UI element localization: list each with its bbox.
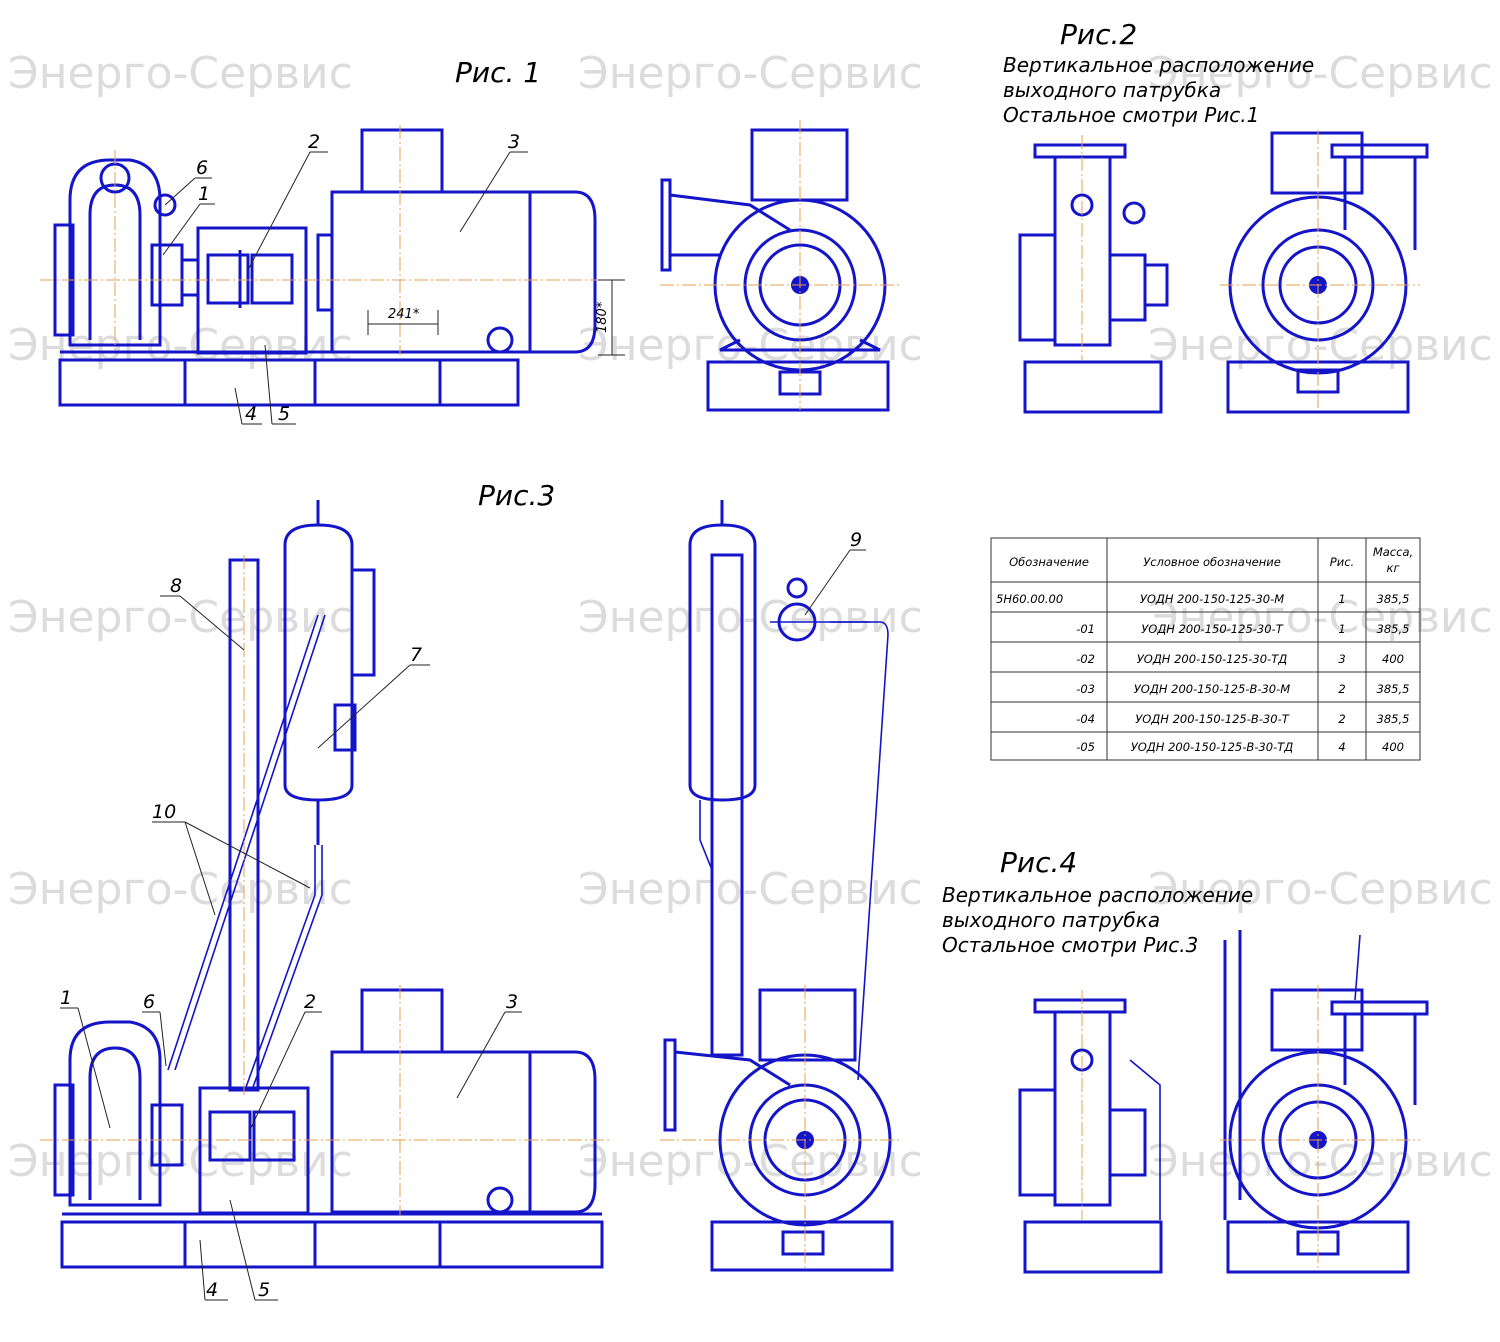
fig3-title: Рис.3	[478, 479, 555, 512]
callout-4: 4	[206, 1279, 218, 1301]
table-header-mass: Масса,кг	[1373, 545, 1413, 575]
table-row: -05 УОДН 200-150-125-В-30-ТД 4 400	[1076, 740, 1404, 754]
table-cell: УОДН 200-150-125-В-30-М	[1134, 682, 1290, 696]
table-cell: УОДН 200-150-125-В-30-ТД	[1131, 740, 1293, 754]
table-cell: 385,5	[1377, 592, 1410, 606]
fig2-title: Рис.2	[1060, 18, 1137, 51]
fig4-title: Рис.4	[1000, 846, 1077, 879]
fig2-side-view	[1018, 135, 1169, 414]
table-cell: 1	[1338, 622, 1345, 636]
table-cell: 400	[1382, 740, 1404, 754]
table-cell: 2	[1338, 712, 1345, 726]
table-cell: 4	[1338, 740, 1345, 754]
fig4-note-3: Остальное смотри Рис.3	[942, 933, 1198, 957]
table-row: -01 УОДН 200-150-125-30-Т 1 385,5	[1076, 622, 1409, 636]
watermark: Энерго-Сервис	[8, 48, 353, 99]
watermark: Энерго-Сервис	[8, 1136, 353, 1187]
callout-1: 1	[198, 183, 210, 205]
fig2-note-3: Остальное смотри Рис.1	[1003, 103, 1259, 127]
callout-8: 8	[170, 575, 182, 597]
watermark: Энерго-Сервис	[8, 592, 353, 643]
callout-2: 2	[304, 991, 316, 1013]
fig3-end-view: 9	[660, 500, 900, 1272]
watermark: Энерго-Сервис	[578, 864, 923, 915]
table-row: 5Н60.00.00 УОДН 200-150-125-30-М 1 385,5	[996, 592, 1409, 606]
table-cell: УОДН 200-150-125-В-30-Т	[1135, 712, 1289, 726]
callout-10: 10	[152, 801, 176, 823]
table-cell: УОДН 200-150-125-30-Т	[1141, 622, 1283, 636]
callout-3: 3	[508, 131, 520, 153]
table-cell: 1	[1338, 592, 1345, 606]
watermark: Энерго-Сервис	[8, 864, 353, 915]
table-header-symbol: Условное обозначение	[1143, 555, 1281, 569]
table-cell: 400	[1382, 652, 1404, 666]
watermark: Энерго-Сервис	[578, 48, 923, 99]
fig1-title: Рис. 1	[455, 56, 541, 89]
table-cell: -01	[1076, 622, 1095, 636]
table-cell: УОДН 200-150-125-30-ТД	[1137, 652, 1287, 666]
fig4-side-view	[1018, 990, 1163, 1274]
watermark: Энерго-Сервис	[1148, 48, 1493, 99]
callout-6: 6	[143, 991, 155, 1013]
watermark: Энерго-Сервис	[578, 592, 923, 643]
callout-5: 5	[258, 1279, 270, 1301]
table-cell: 385,5	[1377, 712, 1410, 726]
table-cell: УОДН 200-150-125-30-М	[1140, 592, 1284, 606]
table-cell: -04	[1076, 712, 1095, 726]
table-cell: 2	[1338, 682, 1345, 696]
watermark: Энерго-Сервис	[8, 320, 353, 371]
callout-1: 1	[60, 987, 72, 1009]
table-cell: -03	[1076, 682, 1095, 696]
callout-5: 5	[278, 403, 290, 425]
fig1-end-view	[660, 120, 900, 412]
fig4-note-1: Вертикальное расположение	[942, 883, 1253, 907]
table-row: -02 УОДН 200-150-125-30-ТД 3 400	[1076, 652, 1404, 666]
fig4-end-view	[1220, 930, 1429, 1274]
table-header-figure: Рис.	[1330, 555, 1354, 569]
specification-table: Обозначение Условное обозначение Рис. Ма…	[990, 537, 1421, 761]
fig3-side-view: 1 2 3 4 5 6 7 8 10	[40, 500, 610, 1301]
table-cell: 3	[1338, 652, 1345, 666]
dimension-180: 180*	[595, 301, 610, 333]
dimension-241: 241*	[388, 307, 420, 322]
table-header-designation: Обозначение	[1009, 555, 1089, 569]
callout-2: 2	[308, 131, 320, 153]
fig2-note-1: Вертикальное расположение	[1003, 53, 1314, 77]
callout-4: 4	[245, 403, 257, 425]
table-cell: -02	[1076, 652, 1095, 666]
callout-3: 3	[506, 991, 518, 1013]
fig2-end-view	[1220, 130, 1429, 414]
watermark: Энерго-Сервис	[1148, 864, 1493, 915]
callout-7: 7	[410, 644, 422, 666]
fig4-note-2: выходного патрубка	[942, 908, 1160, 932]
watermark: Энерго-Сервис	[1148, 592, 1493, 643]
table-row: -04 УОДН 200-150-125-В-30-Т 2 385,5	[1076, 712, 1409, 726]
table-cell: 385,5	[1377, 622, 1410, 636]
table-cell: 5Н60.00.00	[996, 592, 1063, 606]
fig2-note-2: выходного патрубка	[1003, 78, 1221, 102]
table-row: -03 УОДН 200-150-125-В-30-М 2 385,5	[1076, 682, 1409, 696]
fig1-side-view: 241* 180* 6 1 2 3 4 5	[40, 125, 625, 425]
table-cell: -05	[1076, 740, 1095, 754]
table-cell: 385,5	[1377, 682, 1410, 696]
callout-9: 9	[850, 529, 862, 551]
callout-6: 6	[196, 157, 208, 179]
